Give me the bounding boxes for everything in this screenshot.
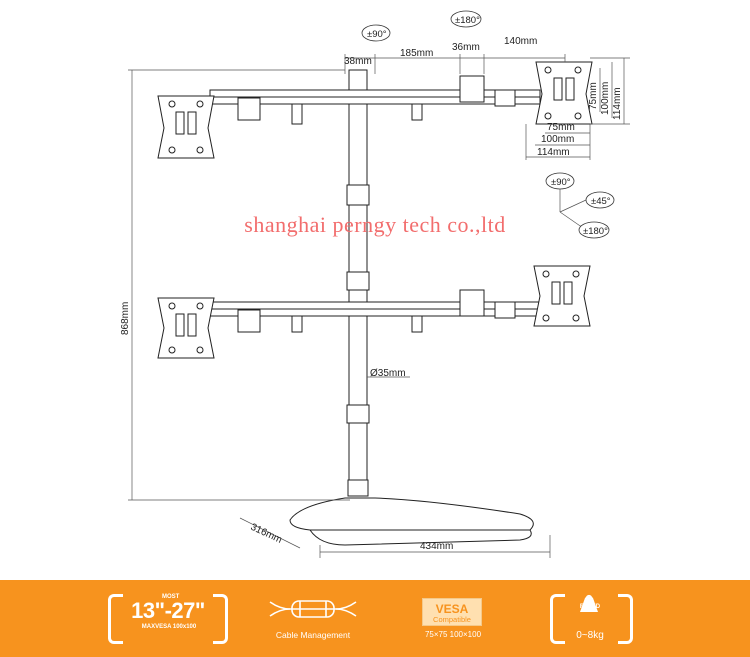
watermark-text: shanghai perngy tech co.,ltd — [244, 212, 506, 237]
load-feature: RATED 0~8kg — [540, 580, 640, 657]
vesa-badge: VESA Compatible — [422, 598, 482, 626]
dim-base-depth: 316mm — [249, 522, 284, 546]
bracket-right-icon — [618, 594, 633, 644]
rotation-head-swivel: ±90° — [551, 177, 571, 188]
vesa-sizes: 75×75 100×100 — [424, 630, 482, 639]
dim-height-75: 75mm — [588, 82, 599, 110]
dim-base-width: 434mm — [420, 541, 453, 552]
dim-top-seg-2: 185mm — [400, 48, 433, 59]
rotation-head-tilt: ±45° — [591, 196, 611, 207]
vesa-title: VESA — [435, 602, 469, 616]
max-vesa-label: MAXVESA 100x100 — [141, 624, 197, 630]
dim-width-100: 100mm — [541, 134, 574, 145]
feature-bar: MOST 13"-27" MAXVESA 100x100 Cable Manag… — [0, 580, 750, 657]
rotation-top: ±180° — [455, 15, 480, 26]
dim-width-114: 114mm — [537, 147, 570, 158]
vesa-feature: VESA Compatible 75×75 100×100 — [408, 580, 498, 657]
most-label: MOST — [162, 594, 180, 600]
screen-size-feature: MOST 13"-27" MAXVESA 100x100 — [108, 580, 228, 657]
cable-management-label: Cable Management — [275, 630, 351, 640]
vesa-subtitle: Compatible — [433, 615, 471, 624]
dim-width-75: 75mm — [547, 122, 575, 133]
screen-size-range: 13"-27" — [131, 598, 205, 623]
dim-height-100: 100mm — [600, 82, 611, 115]
cable-clip-icon — [269, 600, 357, 618]
bracket-left-icon — [108, 594, 123, 644]
dim-total-height: 868mm — [120, 302, 131, 335]
dim-top-seg-4: 140mm — [504, 36, 537, 47]
dim-height-114: 114mm — [612, 87, 623, 120]
rotation-arm-swivel: ±90° — [367, 29, 387, 40]
weight-icon — [580, 594, 598, 612]
dim-top-seg-1: 38mm — [344, 56, 372, 67]
rated-label: RATED — [579, 604, 601, 610]
cable-management-feature: Cable Management — [258, 580, 368, 657]
rotation-head-rotate: ±180° — [583, 226, 608, 237]
dim-top-seg-3: 36mm — [452, 42, 480, 53]
bracket-left-icon — [550, 594, 565, 644]
monitor-stand-diagram: 38mm 185mm 36mm 140mm 75mm 100mm 114mm 7… — [120, 10, 630, 558]
bracket-right-icon — [213, 594, 228, 644]
dim-pole-diameter: Ø35mm — [370, 368, 406, 379]
load-range: 0~8kg — [576, 630, 604, 641]
